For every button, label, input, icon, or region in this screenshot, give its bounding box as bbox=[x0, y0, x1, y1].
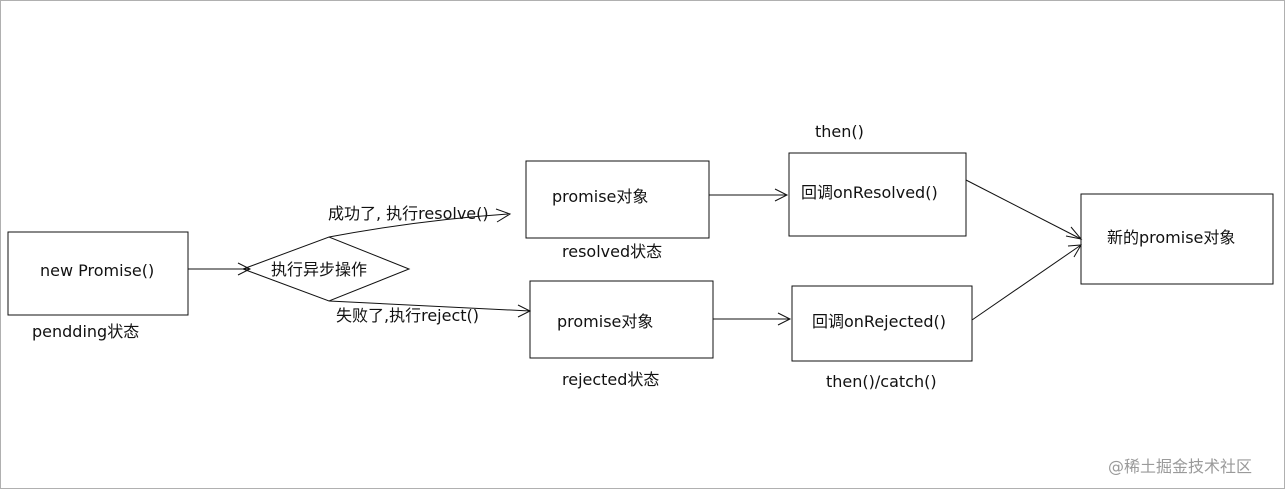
success-edge-label: 成功了, 执行resolve() bbox=[328, 204, 489, 223]
on-resolved-label: 回调onResolved() bbox=[801, 183, 938, 202]
edge-new-promise-to-async bbox=[188, 262, 252, 276]
arrowhead-icon bbox=[495, 208, 512, 223]
resolved-state-caption: resolved状态 bbox=[562, 242, 662, 261]
edge-on-resolved-to-new-promise bbox=[965, 179, 1083, 240]
promise-rejected-label: promise对象 bbox=[557, 312, 653, 331]
rejected-state-caption: rejected状态 bbox=[562, 370, 659, 389]
arrowhead-icon bbox=[1067, 244, 1082, 258]
edge-rejected-to-callback bbox=[713, 312, 792, 326]
edge-line bbox=[328, 300, 531, 312]
arrowhead-icon bbox=[517, 304, 532, 318]
node-promise-resolved: promise对象 resolved状态 bbox=[525, 160, 710, 261]
pending-state-caption: pendding状态 bbox=[32, 322, 139, 341]
promise-resolved-box bbox=[525, 160, 710, 239]
on-resolved-box bbox=[788, 152, 967, 237]
edge-line bbox=[971, 244, 1082, 321]
node-async-operation: 执行异步操作 bbox=[241, 236, 411, 302]
new-promise-label: new Promise() bbox=[40, 261, 154, 280]
edge-line bbox=[328, 213, 509, 238]
arrowhead-icon bbox=[777, 312, 792, 326]
edge-on-rejected-to-new-promise bbox=[971, 244, 1082, 321]
watermark: @稀土掘金技术社区 bbox=[1108, 457, 1252, 476]
promise-rejected-box bbox=[529, 280, 714, 359]
on-rejected-box bbox=[791, 285, 973, 362]
then-caption: then() bbox=[815, 122, 864, 141]
node-on-rejected: 回调onRejected() then()/catch() bbox=[791, 285, 973, 391]
new-promise-box bbox=[7, 231, 189, 316]
node-promise-rejected: promise对象 rejected状态 bbox=[529, 280, 714, 389]
node-new-promise-object: 新的promise对象 bbox=[1080, 193, 1274, 285]
arrowhead-icon bbox=[774, 188, 789, 202]
node-new-promise: new Promise() pendding状态 bbox=[7, 231, 189, 341]
async-operation-label: 执行异步操作 bbox=[271, 260, 367, 279]
promise-resolved-label: promise对象 bbox=[552, 187, 648, 206]
arrowhead-icon bbox=[1065, 226, 1083, 240]
failure-edge-label: 失败了,执行reject() bbox=[336, 306, 479, 325]
edge-success: 成功了, 执行resolve() bbox=[328, 204, 512, 238]
edge-failure: 失败了,执行reject() bbox=[328, 300, 532, 325]
edge-resolved-to-callback bbox=[709, 188, 789, 202]
on-rejected-label: 回调onRejected() bbox=[812, 312, 946, 331]
new-promise-object-box bbox=[1080, 193, 1274, 285]
async-operation-diamond bbox=[241, 236, 411, 302]
node-on-resolved: 回调onResolved() then() bbox=[788, 122, 967, 237]
arrowhead-icon bbox=[237, 262, 252, 276]
new-promise-object-label: 新的promise对象 bbox=[1107, 228, 1235, 247]
edge-line bbox=[965, 179, 1082, 240]
then-catch-caption: then()/catch() bbox=[826, 372, 937, 391]
